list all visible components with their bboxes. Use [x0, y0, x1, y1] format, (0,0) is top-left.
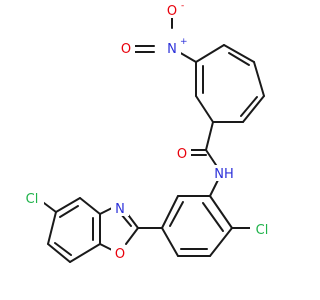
bond [161, 195, 179, 229]
bond [209, 227, 233, 257]
atom-o-nitro-double-label: O [121, 42, 131, 57]
atom-o-nitro-minus-label: O [167, 4, 177, 19]
bond [161, 227, 179, 257]
atom-n-nitro-label: N [167, 42, 177, 57]
atom-o-nitro-double: O [117, 40, 135, 57]
atom-n-nitro-charge: + [180, 37, 188, 47]
bond [59, 205, 79, 218]
bond [205, 121, 214, 151]
bond [55, 197, 81, 213]
bond [69, 243, 101, 263]
nitrophenyl-ring [195, 44, 265, 123]
benzo-ring [39, 197, 101, 263]
atom-n-amide: NH [211, 165, 237, 182]
atom-cl-benzoxazole: Cl [20, 190, 44, 207]
atom-n-nitro: N + [163, 37, 188, 57]
oxazole-ring [99, 207, 163, 252]
bond [240, 96, 258, 117]
molecule-structure: O - N + O O NH Cl N Cl [20, 1, 274, 263]
bond [47, 211, 57, 245]
bond [47, 243, 71, 263]
chlorophenyl-ring [161, 195, 253, 257]
bond [99, 207, 113, 215]
amide-linker [189, 121, 219, 197]
bond [195, 44, 225, 63]
atom-labels: O - N + O O NH Cl N Cl [20, 1, 274, 262]
atom-o-nitro-minus-charge: - [181, 1, 184, 11]
bond [195, 95, 214, 123]
bond [125, 227, 139, 245]
bond [228, 52, 250, 66]
atom-n-amide-label: NH [214, 167, 234, 182]
bond [169, 201, 184, 227]
atom-o-oxazole-label: O [115, 247, 125, 262]
bond [253, 61, 265, 97]
atom-cl-benzoxazole-label: Cl [26, 192, 39, 207]
bond [223, 44, 255, 63]
atom-o-carbonyl: O [173, 145, 191, 162]
bond [79, 197, 101, 215]
atom-o-oxazole: O [111, 245, 129, 262]
atom-n-oxazole: N [111, 200, 129, 217]
atom-cl-anilide-label: Cl [256, 223, 269, 238]
bond [54, 242, 72, 256]
bond [242, 95, 265, 123]
atom-o-nitro-minus: O - [164, 1, 184, 19]
atom-cl-anilide: Cl [250, 221, 274, 238]
atom-n-oxazole-label: N [115, 202, 125, 217]
bond [202, 202, 224, 232]
atom-o-carbonyl-label: O [177, 147, 187, 162]
bond [209, 195, 233, 229]
bond [209, 179, 219, 197]
molecule-canvas: O - N + O O NH Cl N Cl [20, 1, 274, 263]
